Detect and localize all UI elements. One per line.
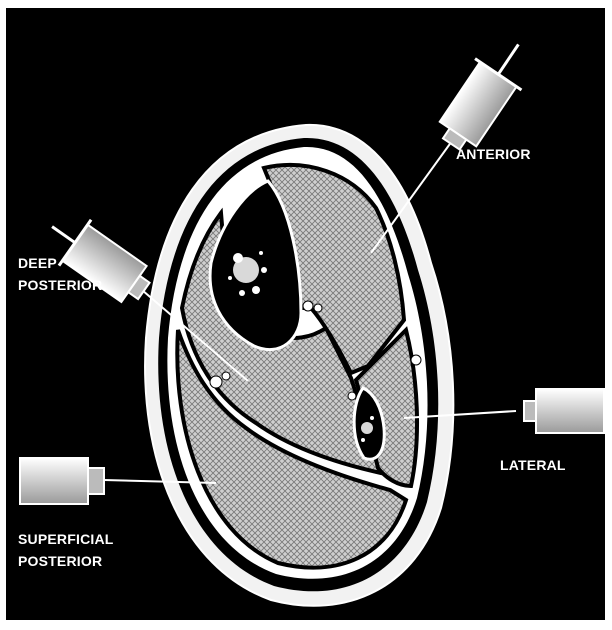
label-lateral: LATERAL xyxy=(500,454,566,476)
lateral-syringe xyxy=(524,389,604,433)
superficial-posterior-syringe xyxy=(20,458,104,504)
label-anterior: ANTERIOR xyxy=(456,143,531,165)
diagram-frame: ANTERIOR DEEP POSTERIOR LATERAL SUPERFIC… xyxy=(6,8,605,620)
label-deep-posterior: DEEP POSTERIOR xyxy=(18,252,102,296)
label-superficial-posterior: SUPERFICIAL POSTERIOR xyxy=(18,528,114,572)
anterior-syringe xyxy=(428,29,542,160)
